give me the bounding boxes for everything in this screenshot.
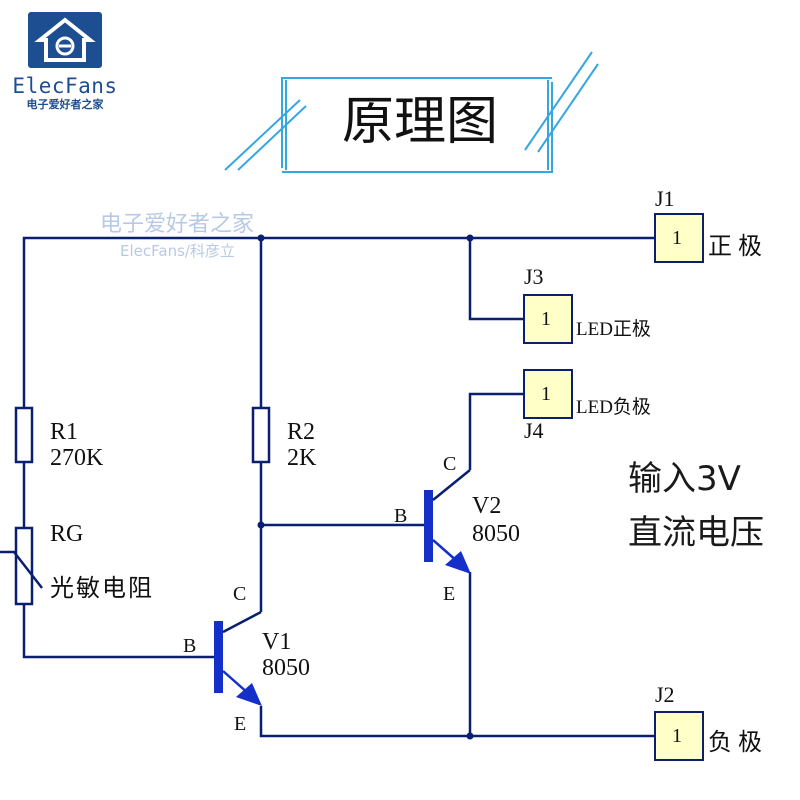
resistor-r1-ref: R1 [50,419,79,445]
brand-name: ElecFans [12,74,118,98]
resistor-r2-value: 2K [287,445,317,471]
page-title: 原理图 [341,92,498,152]
connector-j3-pin: 1 [541,308,551,330]
watermark-line1: 电子爱好者之家 [100,212,255,237]
transistor-v1-ref: V1 [262,629,292,655]
photoresistor-ref: RG [50,521,84,547]
v2-emitter-label: E [443,583,456,605]
v2-collector-label: C [443,453,457,475]
brand-subtitle: 电子爱好者之家 [26,98,104,111]
connector-j2-box [654,711,704,761]
junction-dot [466,732,474,740]
connector-j4-label: LED负极 [576,397,651,418]
transistor-v2-symbol [424,469,471,574]
connector-j2-pin: 1 [672,725,682,747]
resistor-r1-body [14,406,34,464]
v1-base-label: B [183,635,197,657]
v1-emitter-label: E [234,713,247,735]
junction-dot [466,234,474,242]
connector-j2-label: 负极 [708,728,768,756]
connector-j1-pin: 1 [672,227,682,249]
photoresistor-value: 光敏电阻 [50,574,154,602]
elecfans-logo-icon [28,12,102,68]
connector-j2-ref: J2 [655,682,675,707]
junction-dots [257,234,474,740]
connector-j3-label: LED正极 [576,319,651,340]
brand-logo-block: ElecFans 电子爱好者之家 [0,8,130,112]
v1-collector-label: C [233,583,247,605]
resistor-r2-body [251,406,271,464]
transistor-v2-value: 8050 [472,521,520,547]
connector-j4-box [523,369,573,419]
watermark-line2: ElecFans/科彦立 [120,242,235,260]
title-frame [224,51,599,173]
junction-dot [257,521,265,529]
input-voltage-note-line1: 输入3V [628,459,741,499]
connector-j1-ref: J1 [655,186,675,211]
transistor-v2-ref: V2 [472,493,502,519]
input-voltage-note-line2: 直流电压 [628,513,764,553]
connector-j1-box [654,213,704,263]
resistor-r1-value: 270K [50,445,104,471]
circuit-wires [22,236,655,738]
connector-j4-ref: J4 [524,418,544,443]
resistor-r2-ref: R2 [287,419,316,445]
connector-j4-pin: 1 [541,383,551,405]
connector-j3-box [523,294,573,344]
v2-base-label: B [394,505,408,527]
junction-dot [257,234,265,242]
connector-j3-ref: J3 [524,264,544,289]
transistor-v1-value: 8050 [262,655,310,681]
photoresistor-arrow-icon [0,550,43,589]
connector-j1-label: 正极 [708,232,768,260]
transistor-v1-symbol [214,610,262,706]
